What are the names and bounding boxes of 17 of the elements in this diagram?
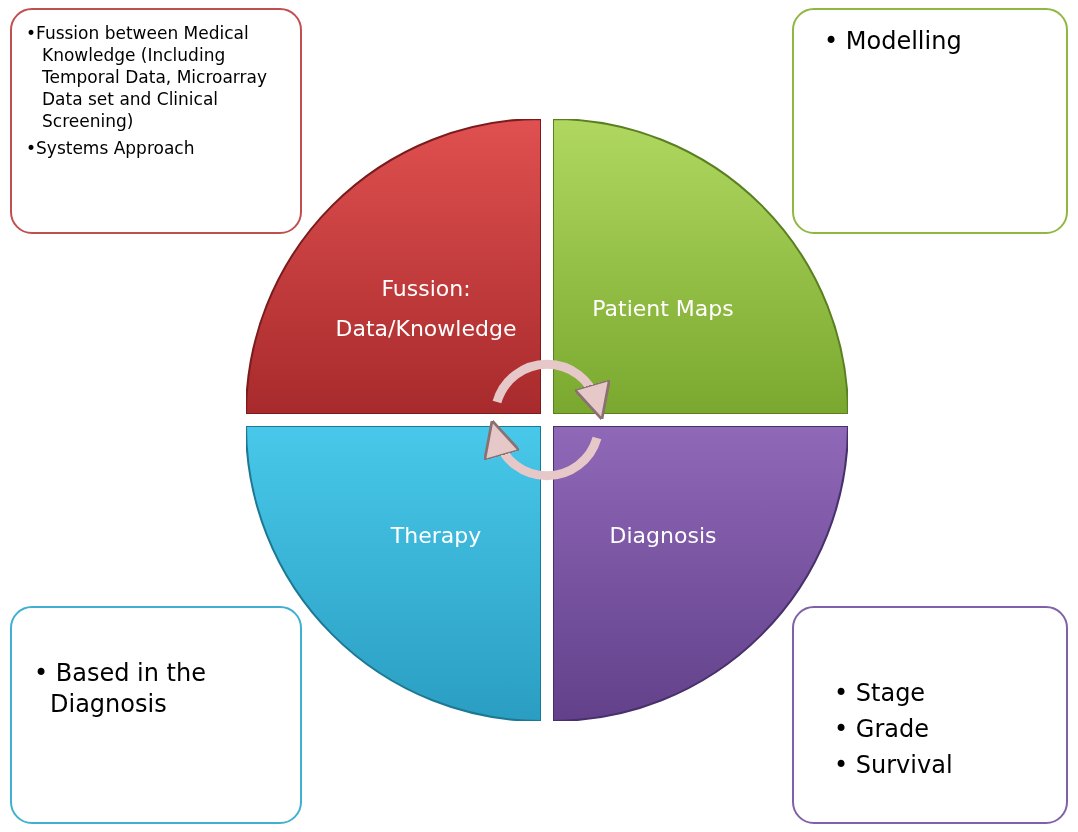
quadrant-label: Patient Maps	[591, 295, 735, 323]
text-panel	[792, 606, 1068, 824]
bullet-text: • Modelling	[824, 26, 963, 57]
bullet-text: • Survival	[834, 750, 954, 782]
text-panel	[10, 606, 302, 824]
quadrant-label: Therapy	[389, 522, 483, 550]
bullet-text: •Systems Approach	[26, 137, 196, 160]
bullet-text: • Based in the Diagnosis	[34, 658, 207, 721]
text-panel	[10, 8, 302, 234]
quadrant-label: Fussion: Data/Knowledge	[334, 275, 518, 343]
quadrant-label: Diagnosis	[608, 522, 718, 550]
bullet-text: • Stage	[834, 678, 927, 709]
curved-arrow	[484, 419, 602, 481]
text-panel	[792, 8, 1068, 234]
bullet-text: •Fussion between Medical Knowledge (Including Temporal Data, Microarray Data set and Clinical Screening)	[26, 22, 268, 133]
curved-arrow	[492, 359, 610, 421]
bullet-text: • Grade	[834, 714, 930, 746]
